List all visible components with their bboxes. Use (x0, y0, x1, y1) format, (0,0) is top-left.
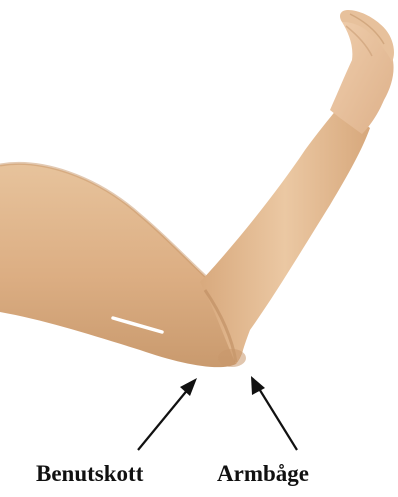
label-benutskott: Benutskott (36, 462, 143, 485)
arrow-right (251, 376, 297, 450)
upper-arm (0, 163, 245, 367)
arrow-left (138, 378, 197, 450)
label-armbage: Armbåge (217, 462, 309, 485)
